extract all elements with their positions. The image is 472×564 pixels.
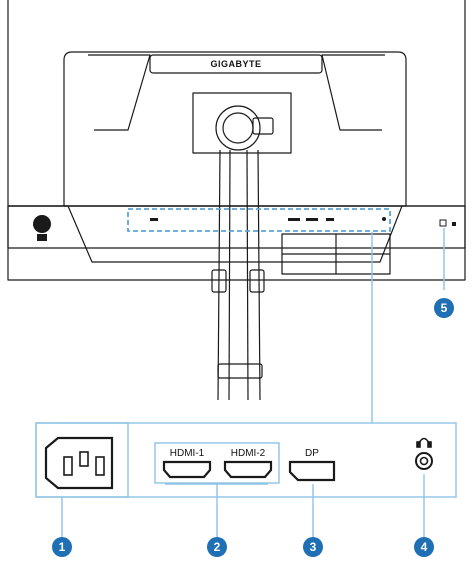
stand-hinge <box>215 105 261 151</box>
joystick-button-icon <box>33 215 51 241</box>
headphone-icon <box>416 437 432 448</box>
rear-housing-trim <box>88 54 151 131</box>
monitor-back-panel <box>7 0 466 281</box>
callout-5: 5 <box>434 298 454 318</box>
rear-housing-trim-right <box>321 54 385 131</box>
displayport-icon <box>288 460 336 482</box>
power-inlet-box <box>35 422 129 498</box>
rear-hump <box>63 51 407 206</box>
label-hdmi-2: HDMI-2 <box>230 448 266 459</box>
rear-ports-strip <box>7 205 466 249</box>
top-logo-plate <box>149 54 323 74</box>
audio-jack-icon <box>415 452 433 470</box>
hdmi-ports-box <box>154 442 280 484</box>
label-hdmi-1: HDMI-1 <box>169 448 205 459</box>
callout-4: 4 <box>414 537 434 557</box>
callout-1: 1 <box>52 537 72 557</box>
stand-mount <box>192 92 292 154</box>
brand-logo: GIGABYTE <box>210 59 262 69</box>
callout-3: 3 <box>303 537 323 557</box>
stand-clip <box>217 363 263 379</box>
power-inlet-icon <box>44 436 114 490</box>
callout-2: 2 <box>207 537 227 557</box>
ports-highlight-dashed <box>127 208 391 232</box>
hdmi-port-icon <box>162 460 273 479</box>
lock-icon <box>439 219 447 227</box>
label-dp: DP <box>305 448 319 459</box>
